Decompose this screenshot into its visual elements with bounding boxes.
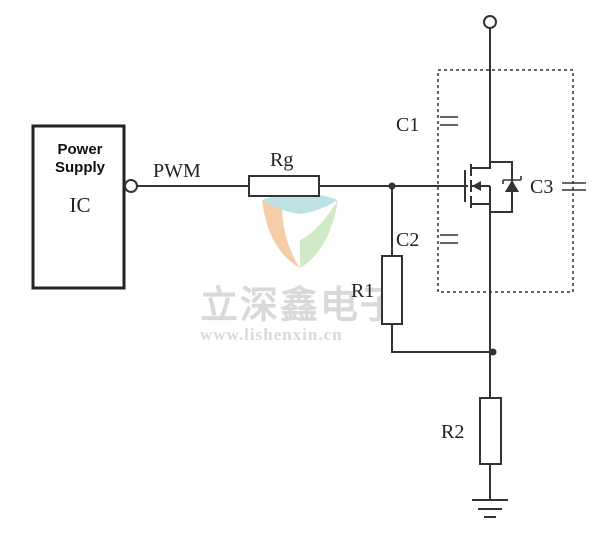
watermark: 立深鑫电子 www.lishenxin.cn [200, 193, 400, 344]
resistor-r1 [381, 255, 403, 325]
rg-label: Rg [270, 149, 293, 171]
terminal-icon [483, 15, 497, 29]
diode-icon [502, 176, 522, 192]
ic-label: IC [70, 193, 91, 217]
ic-title-line2: Supply [55, 159, 106, 176]
watermark-brand: 立深鑫电子 [200, 282, 400, 327]
logo-icon [262, 193, 338, 268]
pwm-label: PWM [153, 160, 201, 182]
mosfet-icon [464, 161, 513, 213]
wire-r1-bottom [391, 324, 493, 353]
ground-icon [472, 499, 508, 518]
terminal-icon [124, 179, 138, 193]
c2-label: C2 [396, 229, 419, 251]
watermark-url: www.lishenxin.cn [200, 325, 343, 344]
resistor-rg [248, 175, 320, 197]
ic-title-line1: Power [57, 141, 102, 158]
parasitic-box [437, 69, 574, 293]
r1-label: R1 [351, 280, 374, 302]
junction-source [489, 348, 497, 356]
ic-block [31, 124, 126, 290]
c1-label: C1 [396, 114, 419, 136]
r2-label: R2 [441, 421, 464, 443]
resistor-r2 [479, 397, 502, 465]
c3-label: C3 [530, 176, 553, 198]
